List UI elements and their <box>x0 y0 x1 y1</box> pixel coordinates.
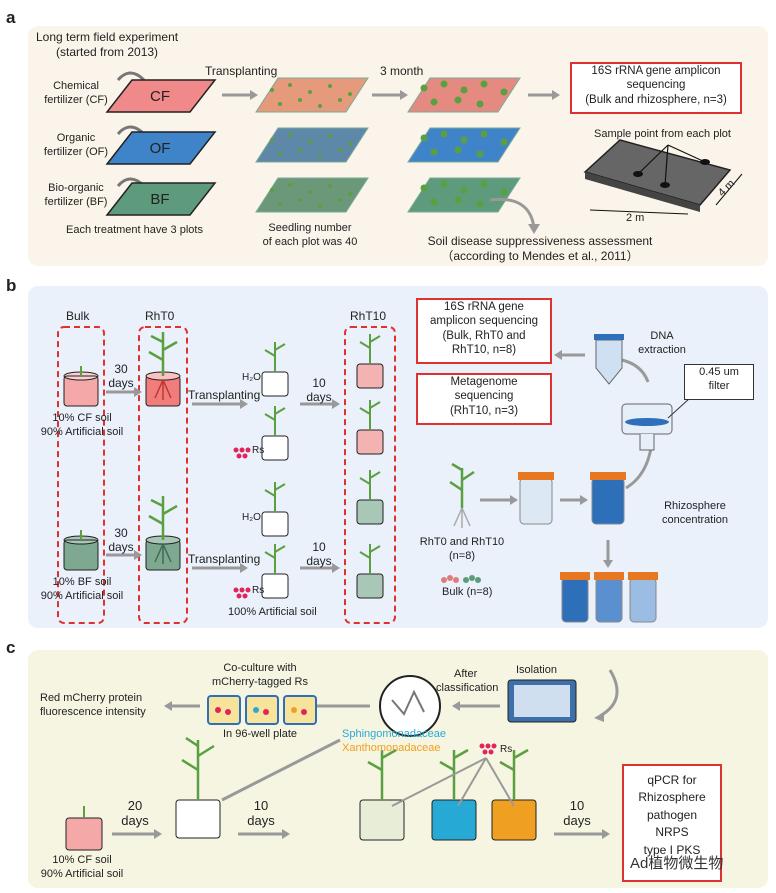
red-mcherry-text-1: Red mCherry protein <box>40 692 143 704</box>
treat-bf-label-2: fertilizer (BF) <box>44 196 108 208</box>
panel-a-label: a <box>6 8 16 27</box>
days10b-1: 10 <box>569 798 585 813</box>
dna-text-1: DNA <box>650 330 674 342</box>
seq-box-a: 16S rRNA gene amplicon sequencing (Bulk … <box>570 62 742 114</box>
after-class-text-1: After <box>454 668 478 680</box>
days30-b-1: 30 <box>114 526 128 540</box>
rhizo-text-1: Rhizosphere <box>664 500 726 512</box>
seq16s-line-2: amplicon sequencing <box>429 315 539 328</box>
coculture-text-1: Co-culture with <box>223 662 297 674</box>
xantho-text: Xanthomonadaceae <box>342 742 441 754</box>
h2o-a: H₂O <box>242 372 261 383</box>
three-month-text: 3 month <box>380 64 424 78</box>
seq16s-line-3: (Bulk, RhT0 and <box>442 329 526 342</box>
rht-n-text-2: (n=8) <box>449 550 475 562</box>
watermark-text: Ad植物微生物 <box>630 855 724 872</box>
days20-1: 20 <box>127 798 143 813</box>
each-treatment-text: Each treatment have 3 plots <box>66 224 203 236</box>
a-title-2: (started from 2013) <box>56 45 159 59</box>
plot-of-text: OF <box>149 140 171 157</box>
seq-a-line-1: 16S rRNA gene amplicon <box>591 65 721 77</box>
qpcr-line-5: type I PKS <box>643 842 701 857</box>
cf-soil-b-2: 90% Artificial soil <box>40 426 124 438</box>
rs-c-text: Rs <box>500 744 513 755</box>
after-class-text-2: classification <box>436 682 499 694</box>
rht0-label: RhT0 <box>145 309 175 323</box>
days10-a-1: 10 <box>312 376 326 390</box>
meta-line-1: Metagenome <box>450 376 518 388</box>
seq-a-line-2: sequencing <box>626 79 686 92</box>
bulk-label: Bulk <box>66 309 90 323</box>
seedling-text-1: Seedling number <box>268 222 352 234</box>
days30-b-2: days <box>108 540 134 554</box>
a-title-1: Long term field experiment <box>36 30 179 44</box>
treat-bf-label-1: Bio-organic <box>48 182 104 194</box>
days10b-2: days <box>563 813 591 828</box>
seq16s-line-4: RhT10, n=8) <box>451 344 517 357</box>
filter-line-1: 0.45 um <box>699 366 739 378</box>
cf-soil-b-1: 10% CF soil <box>52 412 112 424</box>
treat-cf-label-1: Chemical <box>53 80 99 92</box>
treat-cf-label-2: fertilizer (CF) <box>44 94 108 106</box>
days10a-2: days <box>247 813 275 828</box>
artificial-soil-text: 100% Artificial soil <box>228 606 317 618</box>
qpcr-line-2: Rhizosphere <box>638 790 706 805</box>
metagenome-box: Metagenome sequencing (RhT10, n=3) <box>416 373 552 425</box>
rht-n-text-1: RhT0 and RhT10 <box>419 536 505 548</box>
plate96-text: In 96-well plate <box>223 728 297 740</box>
rht10-label: RhT10 <box>350 309 387 323</box>
qpcr-box: qPCR for Rhizosphere pathogen NRPS type … <box>622 764 722 882</box>
transplant-b-1: Transplanting <box>188 388 261 402</box>
cf-soil-c-2: 90% Artificial soil <box>40 868 124 880</box>
qpcr-line-1: qPCR for <box>647 773 697 787</box>
dim-2m-text: 2 m <box>626 212 645 224</box>
seq-a-line-3: (Bulk and rhizosphere, n=3) <box>585 93 727 106</box>
days10-b-2: days <box>306 554 332 568</box>
treat-of-label-1: Organic <box>56 132 96 144</box>
rhizo-text-2: concentration <box>661 514 729 526</box>
bulk-n-text: Bulk (n=8) <box>442 586 493 598</box>
dna-text-2: extraction <box>638 344 686 356</box>
filter-line-2: filter <box>708 380 730 393</box>
meta-line-3: (RhT10, n=3) <box>449 404 519 417</box>
plot-cf-text: CF <box>150 88 170 105</box>
sample-point-text: Sample point from each plot <box>594 128 731 140</box>
panel-b-label: b <box>6 276 17 295</box>
seq16s-box: 16S rRNA gene amplicon sequencing (Bulk,… <box>416 298 552 364</box>
transplanting-text-a: Transplanting <box>205 64 278 78</box>
qpcr-line-3: pathogen <box>646 807 698 822</box>
seq16s-line-1: 16S rRNA gene <box>444 301 524 313</box>
days10-b-1: 10 <box>312 540 326 554</box>
days30-a-2: days <box>108 376 134 390</box>
qpcr-line-4: NRPS <box>655 825 689 840</box>
days20-2: days <box>121 813 149 828</box>
bf-soil-b-2: 90% Artificial soil <box>40 590 124 602</box>
coculture-text-2: mCherry-tagged Rs <box>212 676 308 688</box>
rs-b-2: Rs <box>252 585 265 596</box>
filter-box: 0.45 um filter <box>684 364 754 400</box>
h2o-b: H₂O <box>242 512 261 523</box>
transplant-b-2: Transplanting <box>188 552 261 566</box>
days30-a-1: 30 <box>114 362 128 376</box>
sphingo-text: Sphingomonadaceae <box>342 728 446 740</box>
panel-c-label: c <box>6 638 16 657</box>
rs-b-1: Rs <box>252 445 265 456</box>
bf-soil-b-1: 10% BF soil <box>52 576 112 588</box>
meta-line-2: sequencing <box>454 390 514 403</box>
treat-of-label-2: fertilizer (OF) <box>43 146 109 158</box>
seedling-text-2: of each plot was 40 <box>262 236 358 248</box>
plot-bf-text: BF <box>150 191 170 208</box>
disease-text-2: （according to Mendes et al., 2011） <box>441 249 639 263</box>
disease-text-1: Soil disease suppressiveness assessment <box>427 234 653 248</box>
days10-a-2: days <box>306 390 332 404</box>
cf-soil-c-1: 10% CF soil <box>52 854 112 866</box>
red-mcherry-text-2: fluorescence intensity <box>40 706 146 718</box>
isolation-text: Isolation <box>516 664 557 676</box>
days10a-1: 10 <box>253 798 269 813</box>
